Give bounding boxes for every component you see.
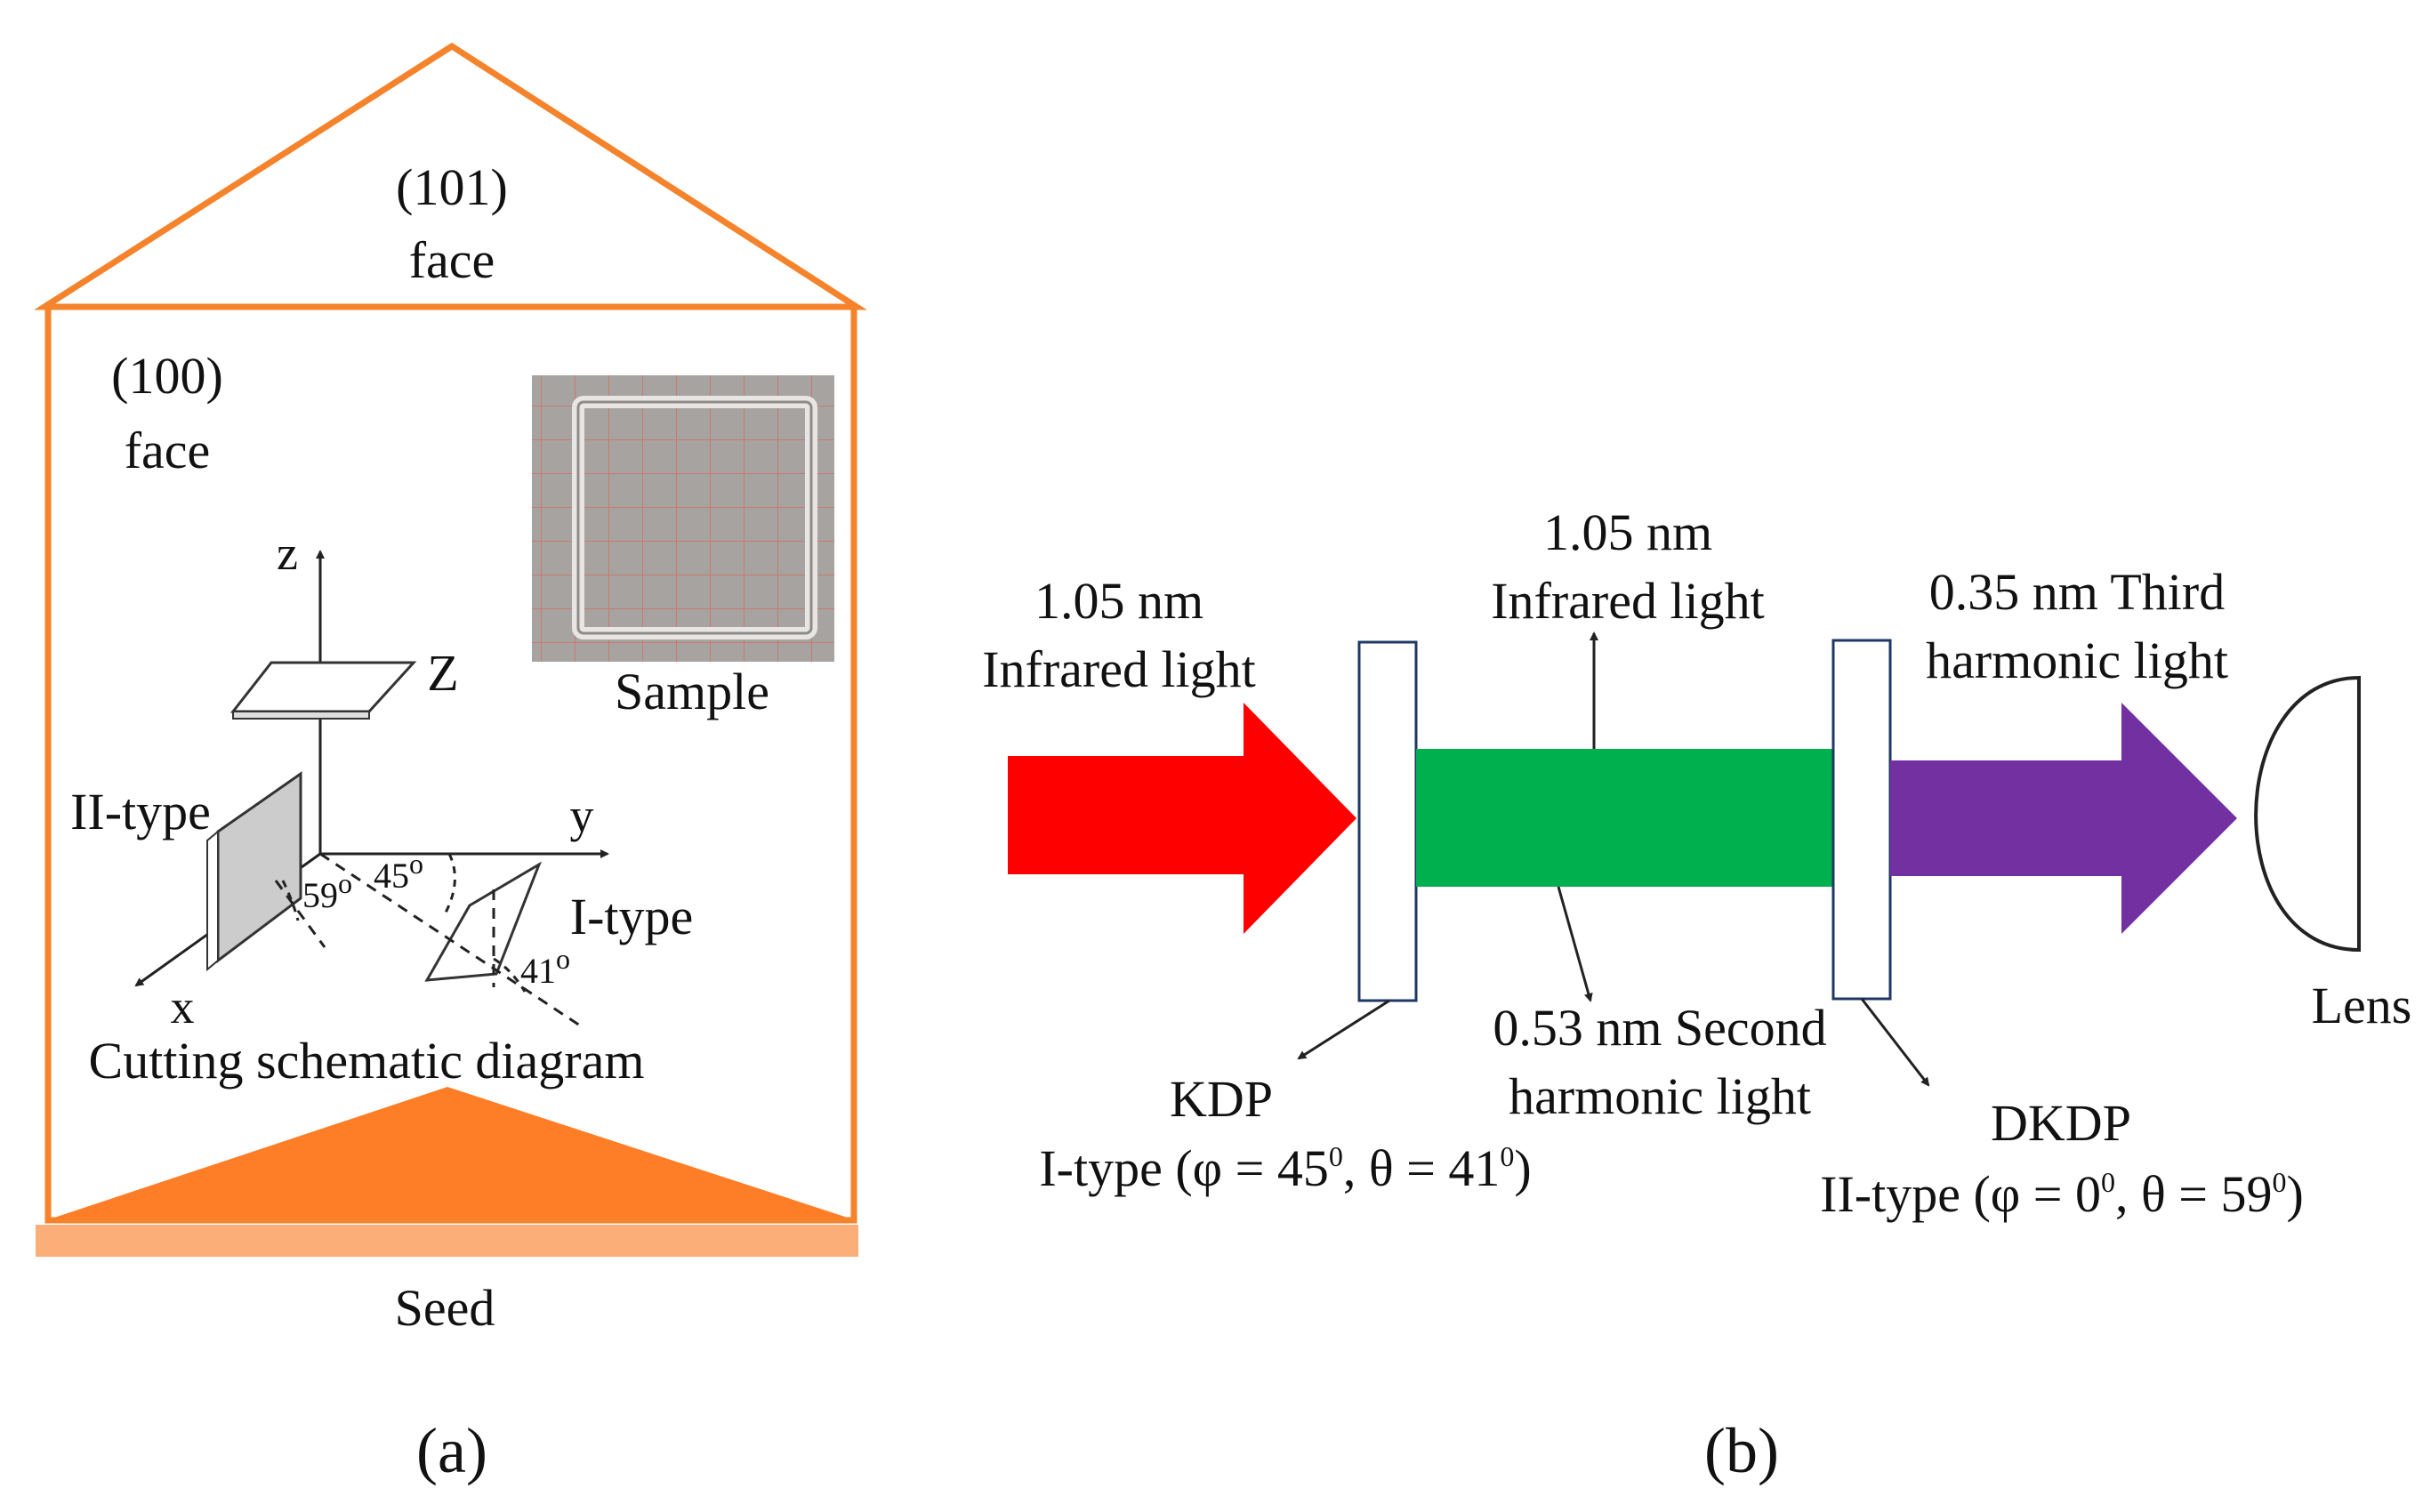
dkdp-pointer [1860,998,1930,1087]
input-label-line1: 1.05 nm [1034,572,1203,630]
kdp-name: KDP [1170,1070,1273,1128]
ii-type-label: II-type [70,783,211,840]
angle-41-label: 41o [520,943,570,991]
seed-plate [36,1225,858,1257]
i-type-guide-1 [319,852,584,1029]
seed-label: Seed [395,1279,495,1337]
sample-photo [532,375,834,662]
residual-label-line2: Infrared light [1491,572,1765,630]
face-101-label: (101) [396,158,508,216]
axis-y-label: y [570,789,594,842]
angle-59-label: 59o [302,867,352,915]
third-label-line1: 0.35 nm Third [1929,563,2225,621]
residual-label-line1: 1.05 nm [1543,503,1712,561]
panel-b: 1.05 nm Infrared light 1.05 nm Infrared … [982,503,2411,1486]
dkdp-type: II-type (φ = 00, θ = 590) [1820,1165,2304,1223]
second-harmonic-beam [1416,749,1833,887]
panel-a: (101) face (100) face Sample z y x Z II-… [34,42,867,1486]
third-label-line2: harmonic light [1926,631,2228,689]
panel-b-tag: (b) [1704,1415,1779,1486]
kdp-crystal [1357,640,1418,1002]
sample-label: Sample [615,663,769,720]
axis-x-label: x [171,980,195,1033]
kdp-pointer [1297,999,1390,1060]
angle-41-arc [493,957,527,993]
z-plate-label: Z [427,644,458,702]
face-100-word: face [125,422,211,479]
z-plate-edge [232,711,370,720]
dkdp-name: DKDP [1991,1094,2131,1152]
third-harmonic-arrow [1890,703,2237,934]
panel-a-tag: (a) [416,1415,487,1486]
second-label-line1: 0.53 nm Second [1493,999,1826,1057]
ii-type-plate [216,771,302,964]
angle-59-arc [281,880,300,921]
second-label-line2: harmonic light [1509,1067,1811,1125]
second-harmonic-pointer [1557,886,1593,1002]
input-label-line2: Infrared light [982,640,1256,698]
angle-45-arc [443,853,456,915]
face-101-word: face [409,231,495,289]
face-100-label: (100) [111,347,223,405]
crystal-prism-outline [44,303,857,1224]
crystal-bottom-pyramid [52,1087,850,1218]
ii-type-plate-edge [206,829,219,972]
z-plate [229,661,417,713]
infrared-input-arrow [1008,703,1356,934]
axis-z-label: z [277,527,298,580]
lens-label: Lens [2312,977,2412,1034]
dkdp-crystal [1831,639,1892,1001]
lens [2254,675,2361,953]
kdp-type: I-type (φ = 450, θ = 410) [1039,1139,1531,1197]
i-type-plate [424,861,542,982]
i-type-label: I-type [570,888,694,945]
cutting-caption: Cutting schematic diagram [89,1032,645,1090]
angle-45-label: 45o [374,848,423,896]
ii-type-guide [274,880,326,948]
